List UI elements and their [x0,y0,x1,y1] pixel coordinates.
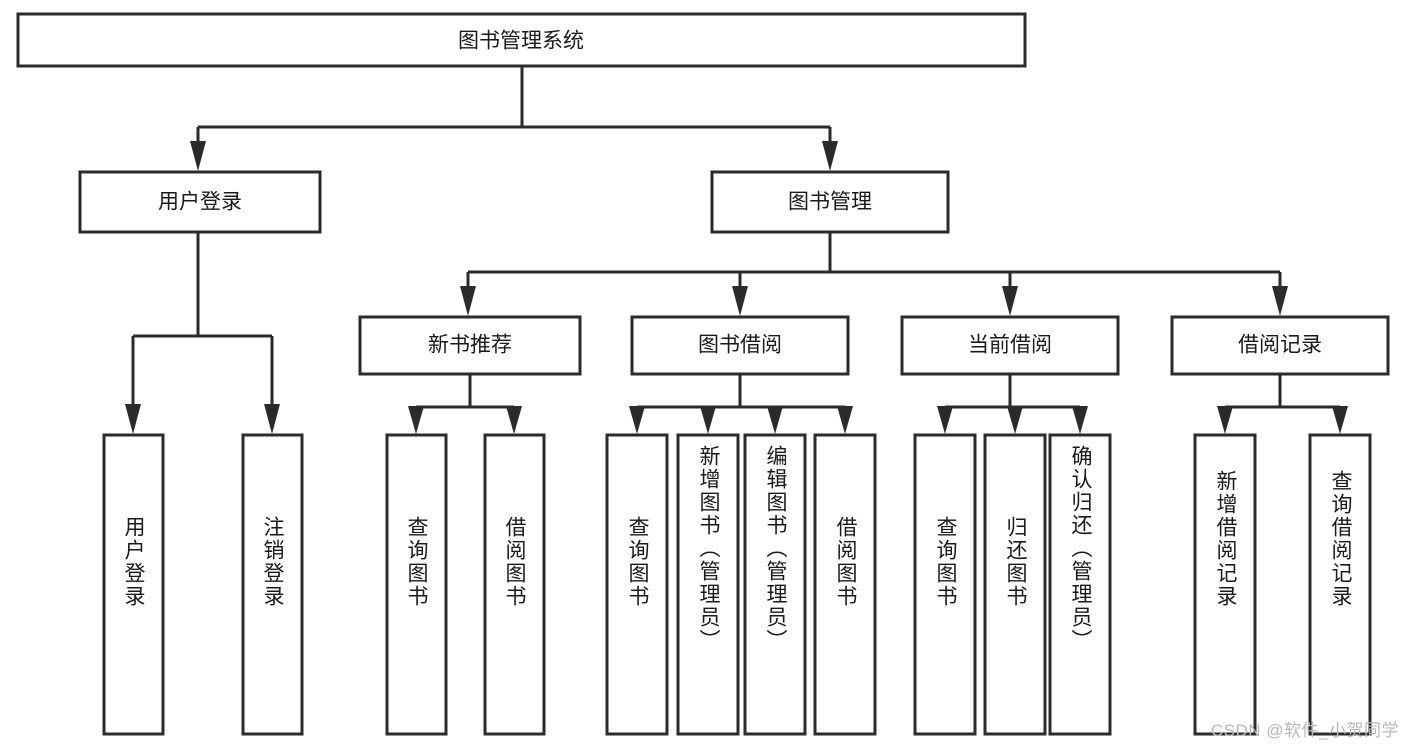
arrow-head-bb-query-book [629,406,645,434]
leaf-box-nbr-query-book[interactable] [385,433,448,736]
arrow-head-nbr-query-book [408,406,424,434]
arrow-head-borrow-record [1272,286,1288,316]
arrow-head-cb-return-book [1007,406,1023,434]
arrow-head-bb-borrow-book [837,406,853,434]
node-new-book-rec-box[interactable] [358,315,582,376]
leaf-box-bb-query-book[interactable] [605,433,669,736]
leaf-box-cb-query-book[interactable] [913,433,977,736]
arrow-head-user-login [190,141,206,171]
node-new-book-rec-label: 新书推荐 [428,334,512,357]
arrow-head-cb-confirm-return [1072,406,1088,434]
arrow-head-bb-add-book [700,406,716,434]
node-borrow-record-label: 借阅记录 [1238,334,1322,357]
leaf-box-bb-add-book[interactable] [676,433,740,736]
node-root-label: 图书管理系统 [458,30,584,53]
leaf-box-cb-return-book[interactable] [983,433,1047,736]
node-book-mgmt-box[interactable] [710,170,950,234]
leaf-box-cb-confirm-return[interactable] [1048,433,1112,736]
leaf-box-bb-borrow-book[interactable] [813,433,877,736]
node-borrow-record-box[interactable] [1170,315,1390,376]
leaf-box-logout[interactable] [241,433,304,736]
node-book-mgmt-label: 图书管理 [788,191,872,214]
leaf-box-br-add-record[interactable] [1193,433,1257,736]
node-current-borrow-label: 当前借阅 [968,334,1052,357]
connector-group [125,66,1348,434]
arrow-head-nbr-borrow-book [506,406,522,434]
leaf-box-nbr-borrow-book[interactable] [483,433,546,736]
leaf-box-user-login[interactable] [102,433,165,736]
node-book-borrow-box[interactable] [630,315,850,376]
node-book-borrow-label: 图书借阅 [698,334,782,357]
arrow-head-book-borrow [732,286,748,316]
arrow-head-br-add-record [1217,406,1233,434]
node-current-borrow-box[interactable] [900,315,1120,376]
arrow-head-cb-query-book [937,406,953,434]
node-user-login-label: 用户登录 [158,191,242,214]
csdn-watermark: CSDN @软件_小贺同学 [1210,721,1399,740]
arrow-head-current-borrow [1002,286,1018,316]
node-root-box[interactable] [16,12,1027,68]
arrow-head-new-book-rec [460,286,476,316]
leaf-box-br-query-record[interactable] [1308,433,1372,736]
node-user-login-box[interactable] [78,170,322,234]
node-box-group: 图书管理系统 用户登录 图书管理 新书推荐 图书借阅 当前借阅 借阅记录 [16,12,1390,736]
arrow-head-br-query-record [1332,406,1348,434]
leaf-box-bb-edit-book[interactable] [743,433,807,736]
arrow-head-book-mgmt [822,141,838,171]
arrow-head-leaf-user-login [125,404,141,434]
arrow-head-bb-edit-book [767,406,783,434]
arrow-head-leaf-logout [264,404,280,434]
